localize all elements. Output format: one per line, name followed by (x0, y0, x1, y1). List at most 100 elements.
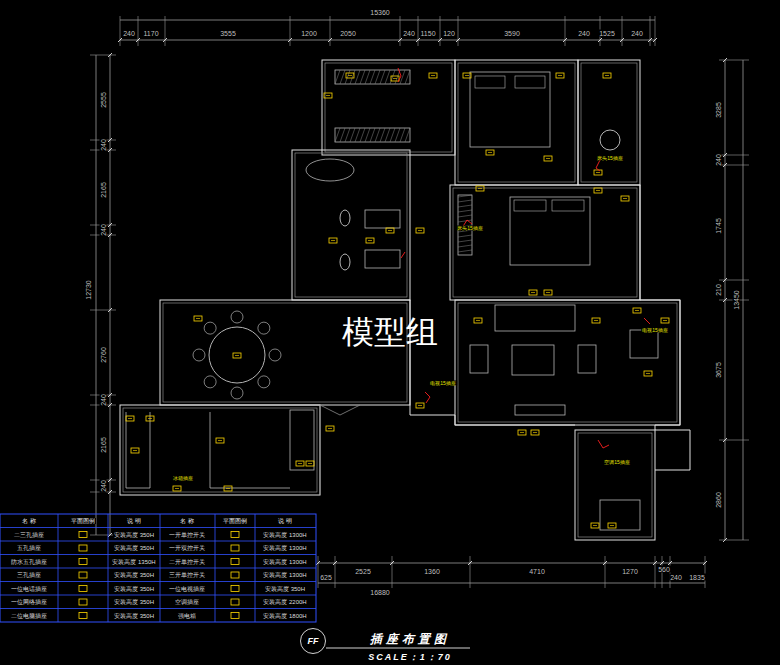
dimension-tick (108, 138, 112, 142)
socket-symbol (518, 430, 526, 435)
socket-symbol (326, 426, 334, 431)
socket-symbol (326, 95, 330, 96)
table-cell: 一开单控开关 (168, 532, 206, 538)
table-rule (0, 527, 316, 528)
wardrobe-hatch (385, 70, 390, 84)
table-cell: 安装高度 1300H (262, 559, 307, 565)
callout-label: 床头15插座 (596, 156, 624, 161)
socket-symbol (520, 432, 524, 433)
extension-line (392, 556, 393, 588)
wire (401, 252, 405, 258)
extension-line (330, 16, 331, 46)
tv-cabinet (515, 405, 565, 415)
wall (455, 60, 578, 185)
dimension-text: 240 (715, 153, 722, 167)
legend-symbol (231, 545, 239, 551)
socket-symbol (544, 290, 552, 295)
table-cell: 一位电视插座 (168, 586, 206, 592)
table-cell: 安装高度 1300H (262, 572, 307, 578)
dining-chair (269, 349, 281, 361)
extension-line (655, 556, 656, 588)
dimension-tick (390, 561, 394, 565)
table-rule (0, 541, 316, 542)
table-cell: 安装高度 1300H (262, 545, 307, 551)
dimension-tick (163, 38, 167, 42)
dimension-tick (563, 38, 567, 42)
socket-symbol (416, 403, 424, 408)
drawing-title: 插座布置图 (369, 633, 451, 645)
socket-symbol (531, 292, 535, 293)
dimension-tick (723, 163, 727, 167)
wardrobe-hatch (458, 220, 472, 222)
wall (120, 405, 320, 495)
table-cell: 平面图例 (222, 518, 248, 524)
wardrobe-hatch (360, 70, 365, 84)
socket-symbol (131, 448, 139, 453)
extension-line (705, 556, 706, 588)
table-cell: 安装高度 350H (113, 599, 155, 605)
socket-symbol (324, 93, 332, 98)
wardrobe-hatch (355, 70, 360, 84)
extension-line (655, 16, 656, 46)
dimension-text: 2165 (100, 181, 107, 199)
door-swing (320, 405, 360, 495)
sofa (495, 305, 575, 331)
table-cell: 说 明 (126, 518, 142, 524)
dimension-line (120, 20, 655, 21)
wardrobe-hatch (365, 128, 370, 142)
wardrobe-hatch (458, 250, 472, 252)
socket-symbol (556, 73, 564, 78)
wardrobe (335, 70, 410, 84)
wardrobe-hatch (350, 128, 355, 142)
dimension-text: 240 (100, 479, 107, 493)
dimension-text: 1200 (300, 30, 318, 37)
wall-inner (578, 433, 652, 537)
wardrobe-hatch (400, 128, 405, 142)
socket-symbol (610, 525, 614, 526)
extension-line (400, 16, 401, 46)
kitchen-counter (126, 412, 150, 488)
socket-symbol (235, 355, 239, 356)
wall-inner (325, 63, 452, 152)
socket-symbol (429, 73, 437, 78)
extension-line (458, 16, 459, 46)
extension-line (165, 16, 166, 46)
socket-symbol (418, 405, 422, 406)
socket-symbol (596, 172, 600, 173)
socket-symbol (594, 188, 602, 193)
socket-symbol (635, 310, 639, 311)
dimension-text: 4710 (528, 568, 546, 575)
table-cell: 二位电脑插座 (10, 613, 48, 619)
pillow (515, 76, 545, 88)
socket-symbol (173, 486, 181, 491)
wardrobe-hatch (458, 215, 472, 217)
table-cell: 安装高度 350H (264, 586, 306, 592)
socket-symbol (328, 428, 332, 429)
wire (596, 160, 600, 171)
dimension-tick (118, 38, 122, 42)
dimension-tick (398, 38, 402, 42)
socket-symbol (465, 75, 469, 76)
drawing-symbol-circle: FF (300, 628, 326, 654)
socket-symbol (476, 320, 480, 321)
dimension-tick (660, 561, 664, 565)
table-cell: 三孔插座 (16, 572, 42, 578)
extension-line (650, 16, 651, 46)
pillow (552, 200, 584, 211)
socket-symbol (546, 158, 550, 159)
socket-symbol (348, 75, 352, 76)
legend-symbol (79, 599, 87, 605)
table-rule (0, 608, 316, 609)
callout-label: 冰箱插座 (172, 476, 194, 481)
table-rule (0, 568, 316, 569)
dimension-tick (288, 38, 292, 42)
dimension-tick (108, 148, 112, 152)
dimension-text: 2525 (354, 568, 372, 575)
dimension-text: 1170 (142, 30, 159, 37)
socket-symbol (661, 318, 669, 323)
dining-chair (204, 322, 216, 334)
legend-symbol (231, 599, 239, 605)
dimension-tick (620, 38, 624, 42)
socket-symbol (194, 316, 202, 321)
socket-symbol (146, 416, 154, 421)
